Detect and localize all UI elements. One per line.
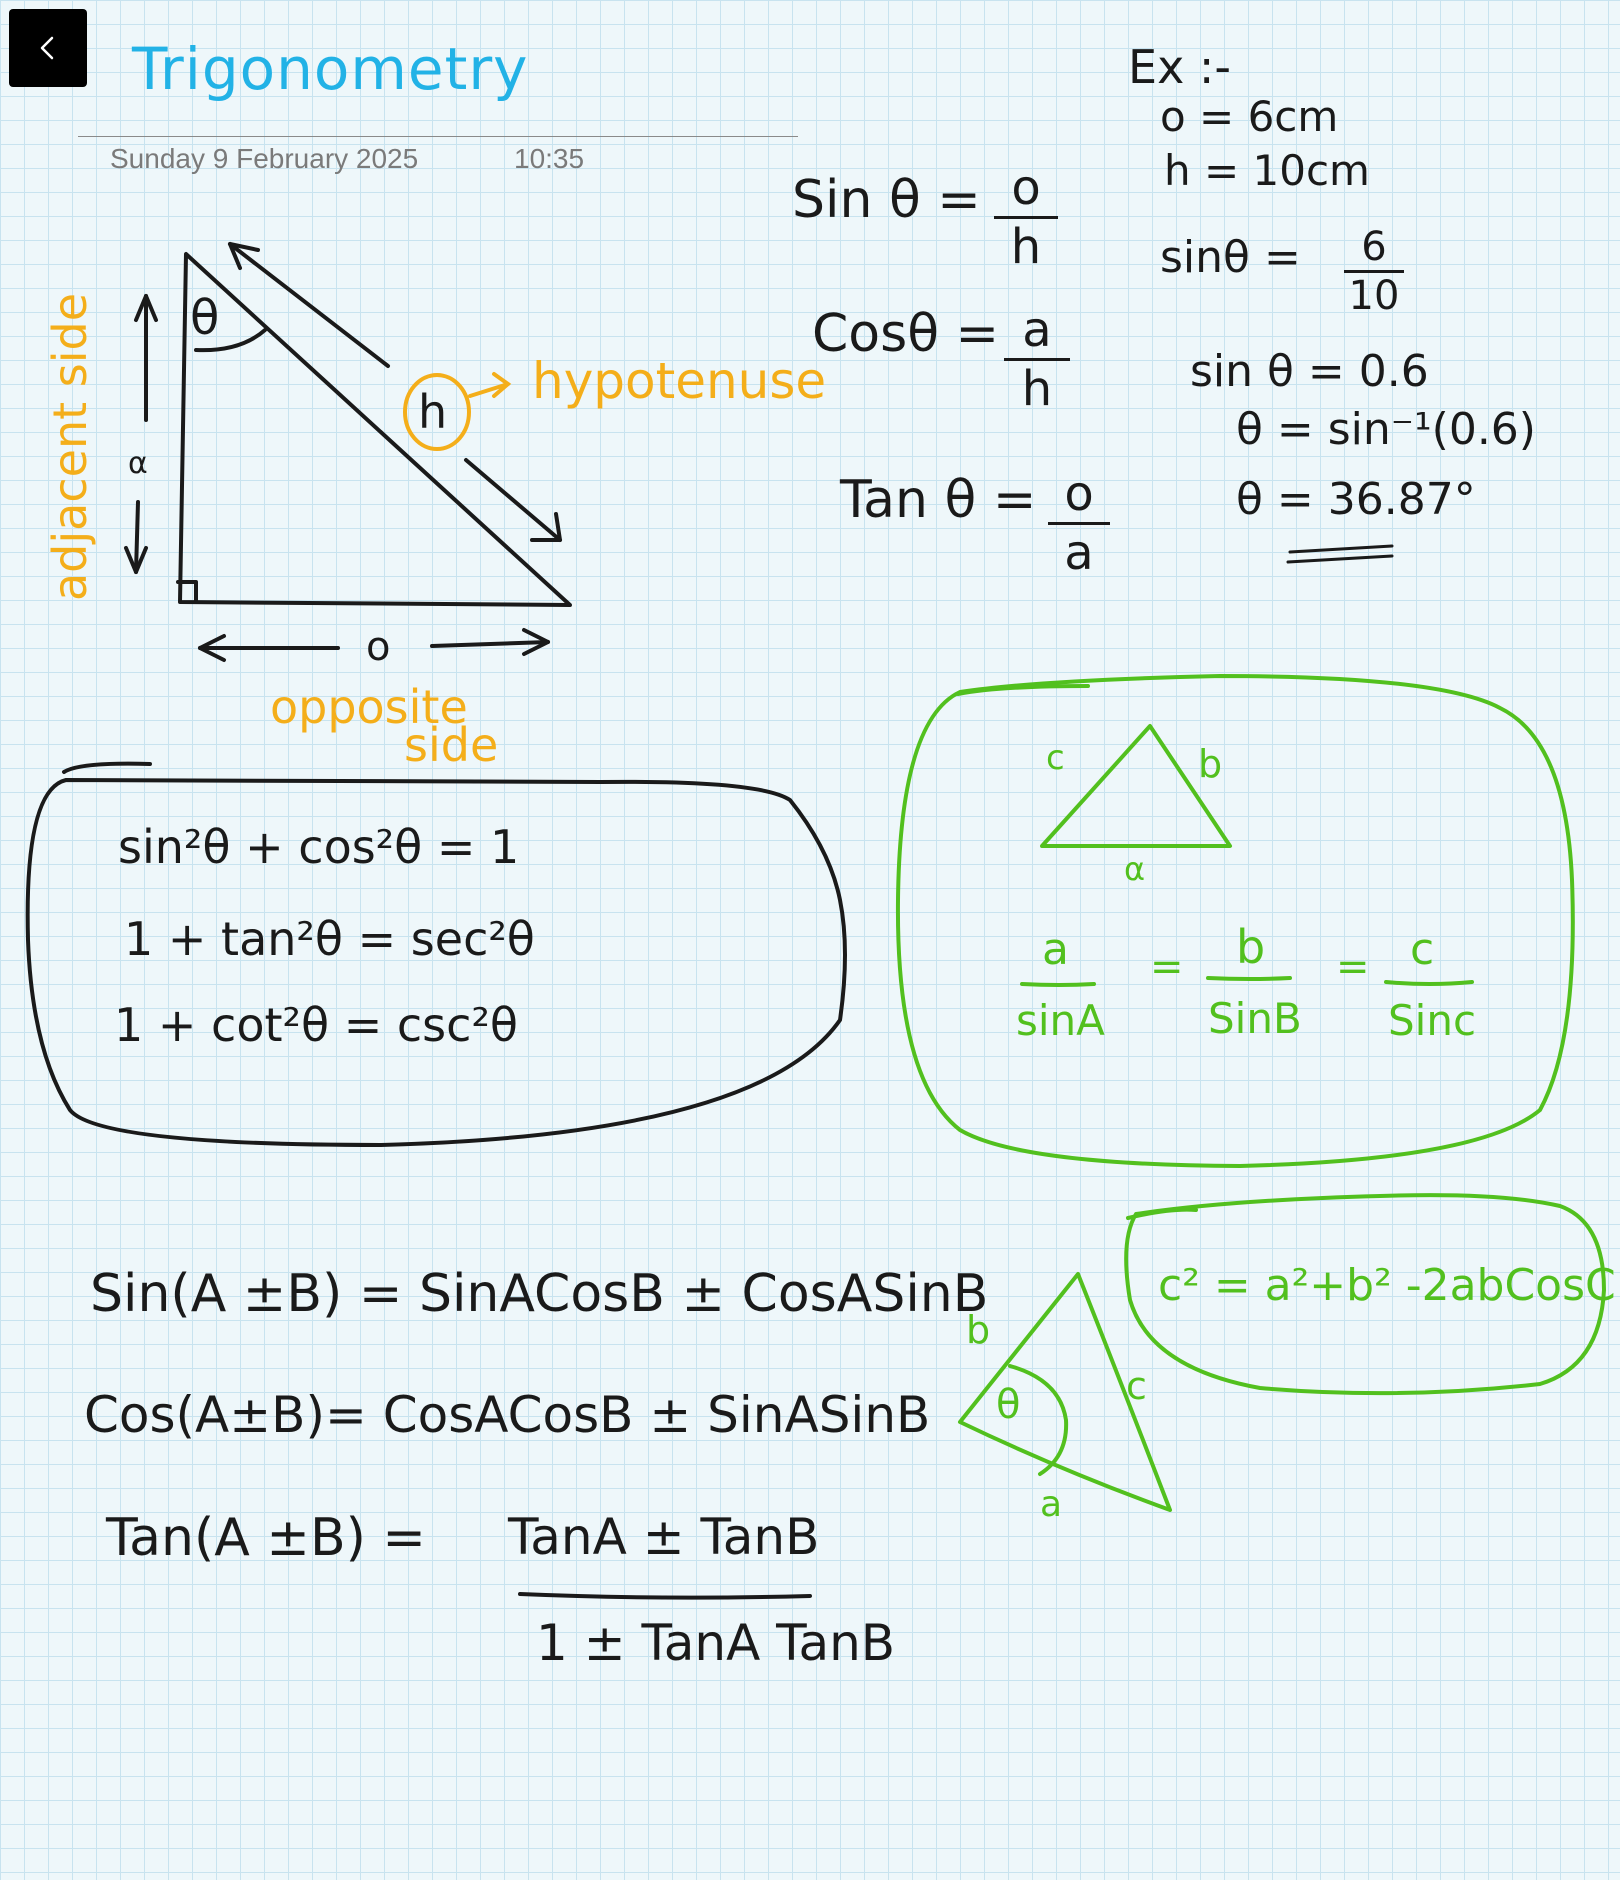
identity-1: sin²θ + cos²θ = 1 [118,820,520,874]
right-angle-mark [176,580,198,604]
opposite-label-line1: opposite [270,680,468,734]
hyp-arrow-up [228,242,390,368]
cos-numerator: a [1004,302,1070,361]
sin-ratio-lhs: Sin θ = [792,170,981,230]
sine-rule-den-b: SinB [1208,994,1302,1043]
cosine-angle-arc [1008,1364,1069,1476]
example-step2: sin θ = 0.6 [1190,346,1429,397]
example-step3: θ = sin⁻¹(0.6) [1236,404,1536,455]
cos-ratio-lhs: Cosθ = [812,304,1000,364]
tan-denominator: a [1064,525,1094,581]
sine-rule-num-b: b [1236,920,1266,974]
back-button[interactable] [9,9,87,87]
cos-denominator: h [1021,361,1053,417]
example-step1-fraction: 6 10 [1344,224,1404,319]
sine-rule-equals-1: = [1150,944,1184,990]
example-step1-denominator: 10 [1348,273,1400,319]
example-heading: Ex :- [1128,40,1232,94]
note-title[interactable]: Trigonometry [132,35,529,103]
sin-compound-formula: Sin(A ±B) = SinACosB ± CosASinB [90,1264,989,1324]
opposite-letter: o [366,624,391,670]
example-given-h: h = 10cm [1164,146,1370,195]
note-date: Sunday 9 February 2025 [110,143,419,174]
cosine-rule-box [1124,1193,1606,1396]
cosine-rule-theta: θ [996,1382,1021,1428]
identity-2: 1 + tan²θ = sec²θ [124,912,535,966]
cosine-rule-label-a: a [1040,1484,1063,1525]
hyp-circle [403,373,471,451]
example-step1-lhs: sinθ = [1160,232,1301,283]
tan-ratio-fraction: o a [1048,466,1110,581]
sine-rule-den-c: Sinc [1388,996,1477,1045]
chevron-left-icon [40,36,54,60]
tan-numerator: o [1048,466,1110,525]
cosine-rule-formula: c² = a²+b² -2abCosC [1158,1260,1616,1311]
sin-numerator: o [994,160,1058,219]
hypotenuse-label: hypotenuse [532,352,827,410]
sine-rule-triangle [1040,724,1232,848]
cos-ratio-fraction: a h [1004,302,1070,417]
cos-compound-formula: Cos(A±B)= CosACosB ± SinASinB [84,1386,931,1444]
cosine-rule-triangle [958,1272,1172,1512]
sine-rule-den-a: sinA [1016,996,1105,1045]
sine-rule-label-c: c [1046,738,1065,778]
adjacent-letter: α [128,446,148,481]
identity-3: 1 + cot²θ = csc²θ [114,998,519,1052]
opp-arrow-right [430,640,550,648]
opposite-label-line2: side [404,718,499,772]
example-step1-numerator: 6 [1344,224,1404,273]
title-divider [78,136,798,137]
hyp-arrow-down [464,458,562,542]
identities-box [25,778,847,1147]
note-time: 10:35 [514,143,585,174]
sine-rule-label-a: α [1124,850,1146,888]
cosine-rule-label-c: c [1126,1364,1147,1408]
adj-arrow-down [134,500,140,574]
sine-rule-equals-2: = [1336,944,1370,990]
sin-denominator: h [1010,219,1042,275]
example-step4: θ = 36.87° [1236,474,1476,525]
triangle-outline [178,252,572,607]
sine-rule-num-c: c [1410,924,1435,975]
tan-compound-lhs: Tan(A ±B) = [106,1508,426,1568]
theta-arc [194,328,267,353]
sine-rule-label-b: b [1198,742,1223,786]
adjacent-side-label: adjacent side [43,292,98,602]
sine-rule-box [895,674,1575,1168]
sin-ratio-fraction: o h [994,160,1058,275]
hyp-pointer-arrow [468,372,512,398]
tan-compound-denominator: 1 ± TanA TanB [536,1614,896,1672]
theta-label: θ [190,290,220,346]
cosine-rule-label-b: b [966,1308,991,1352]
tan-compound-numerator: TanA ± TanB [508,1508,820,1566]
tan-ratio-lhs: Tan θ = [840,470,1037,530]
hyp-letter: h [418,385,448,439]
example-given-o: o = 6cm [1160,92,1339,141]
sine-rule-num-a: a [1042,924,1069,975]
